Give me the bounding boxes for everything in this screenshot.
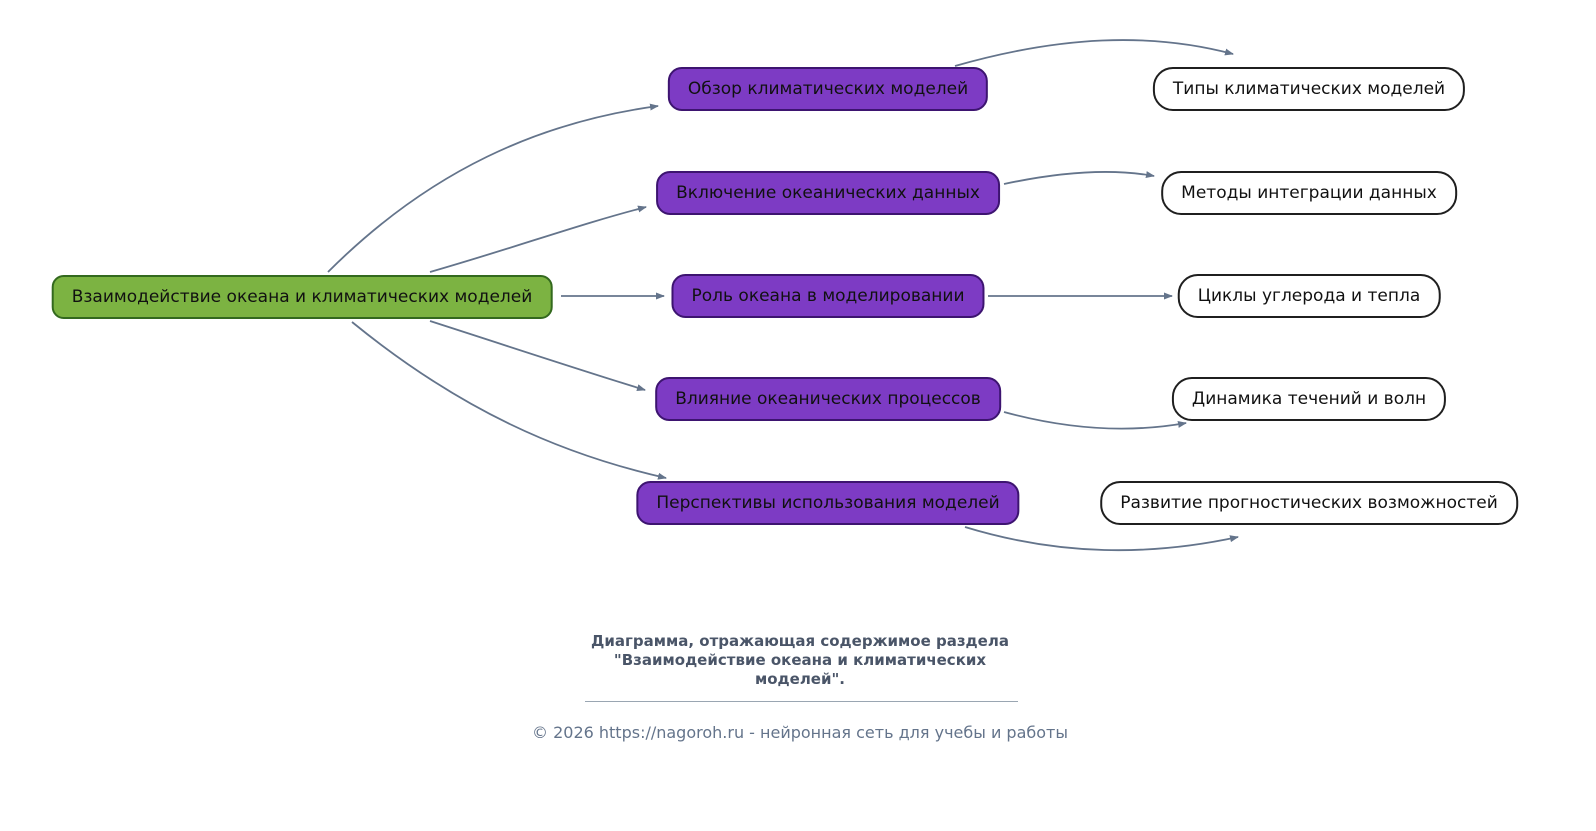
branch-node-ocean-role: Роль океана в моделировании	[671, 274, 985, 318]
leaf-node-integration-methods: Методы интеграции данных	[1161, 171, 1457, 215]
branch-node-ocean-processes: Влияние океанических процессов	[655, 377, 1001, 421]
caption-line-3: моделей".	[754, 669, 846, 688]
edge-branch-5-to-leaf-5	[964, 526, 1239, 552]
caption-line-1: Диаграмма, отражающая содержимое раздела	[591, 632, 1009, 650]
leaf-node-carbon-heat-cycles: Циклы углерода и тепла	[1177, 274, 1441, 318]
edge-branch-4-to-leaf-4	[1003, 411, 1187, 430]
branch-node-model-prospects: Перспективы использования моделей	[636, 481, 1020, 525]
leaf-node-model-types: Типы климатических моделей	[1152, 67, 1466, 111]
leaf-node-currents-waves: Динамика течений и волн	[1171, 377, 1447, 421]
edge-branch-2-to-leaf-2	[1003, 170, 1155, 185]
footer-credit: © 2026 https://nagoroh.ru - нейронная се…	[531, 723, 1069, 742]
edge-root-to-branch-4	[429, 320, 646, 391]
leaf-node-forecast-capabilities: Развитие прогностических возможностей	[1100, 481, 1518, 525]
branch-node-ocean-data: Включение океанических данных	[656, 171, 1000, 215]
branch-node-overview: Обзор климатических моделей	[667, 67, 989, 111]
edge-root-to-branch-1	[327, 103, 659, 273]
caption-divider	[585, 701, 1018, 702]
diagram-caption: Диаграмма, отражающая содержимое раздела…	[540, 632, 1060, 688]
edge-root-to-branch-5	[351, 321, 667, 480]
edge-branch-1-to-leaf-1	[954, 39, 1234, 67]
edge-root-to-branch-2	[429, 205, 647, 273]
caption-line-2: "Взаимодействие океана и климатических	[613, 650, 987, 669]
root-node: Взаимодействие океана и климатических мо…	[51, 275, 553, 319]
